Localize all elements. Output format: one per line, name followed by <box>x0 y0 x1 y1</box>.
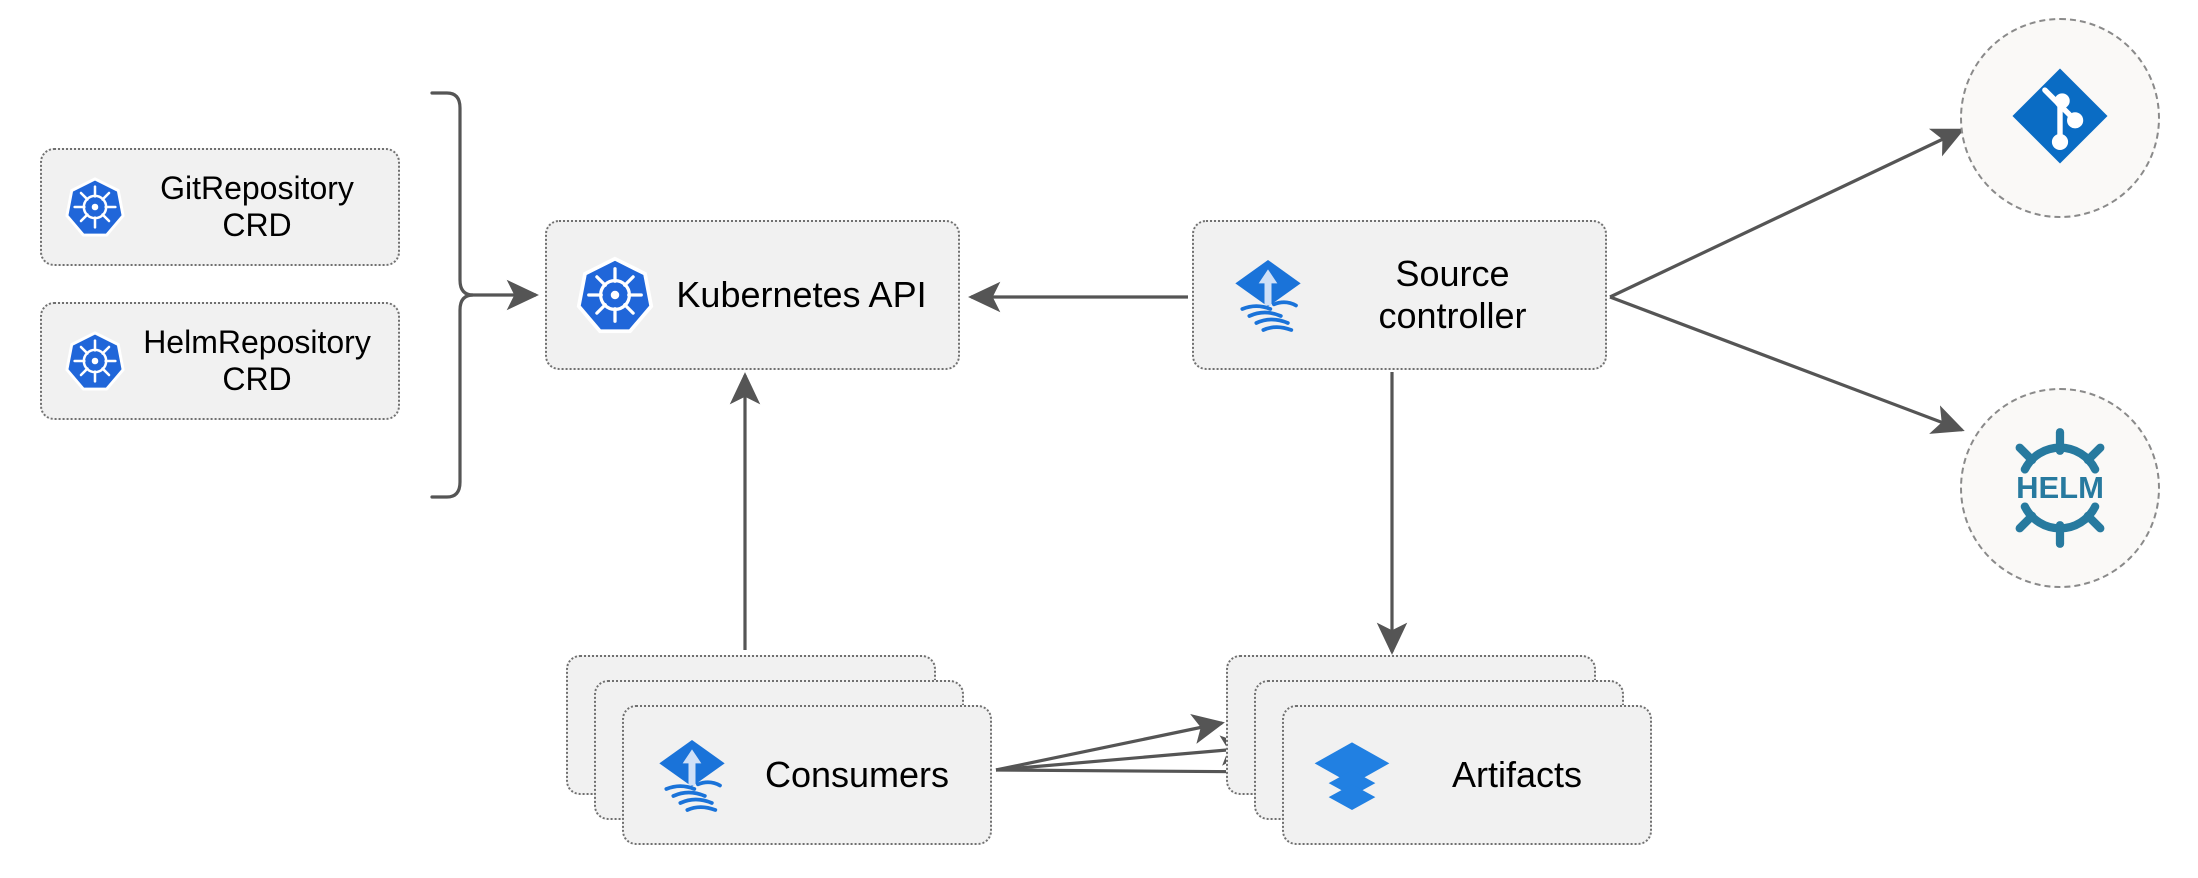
node-label: GitRepository CRD <box>160 169 354 243</box>
node-gitrepository-crd[interactable]: GitRepository CRD <box>40 148 400 266</box>
kubernetes-icon <box>575 255 655 335</box>
node-label: HelmRepository CRD <box>143 323 371 397</box>
node-label: Kubernetes API <box>676 274 927 316</box>
node-kubernetes-api[interactable]: Kubernetes API <box>545 220 960 370</box>
flux-icon <box>1226 253 1310 337</box>
helm-wordmark: HELM <box>2016 470 2104 505</box>
node-helm-provider[interactable]: HELM <box>1960 388 2160 588</box>
node-source-controller[interactable]: Source controller <box>1192 220 1607 370</box>
node-consumers[interactable]: Consumers <box>622 705 992 845</box>
crd-bracket <box>430 91 539 499</box>
node-label: Source controller <box>1378 253 1527 336</box>
node-label: Artifacts <box>1451 754 1583 796</box>
node-artifacts[interactable]: Artifacts <box>1282 705 1652 845</box>
flux-icon <box>650 733 734 817</box>
edge-consumers-to-artifacts-top <box>995 714 1225 772</box>
layers-icon <box>1310 733 1394 817</box>
node-helmrepository-crd[interactable]: HelmRepository CRD <box>40 302 400 420</box>
node-git-provider[interactable] <box>1960 18 2160 218</box>
kubernetes-icon <box>64 330 126 392</box>
git-icon <box>2006 62 2114 175</box>
edge-source-to-git <box>1609 128 1965 299</box>
node-label: Consumers <box>764 754 950 796</box>
edge-source-to-helm <box>1609 295 1965 434</box>
edge-consumers-to-artifacts-mid <box>995 735 1253 772</box>
kubernetes-icon <box>64 176 126 238</box>
helm-icon: HELM <box>1998 426 2122 550</box>
